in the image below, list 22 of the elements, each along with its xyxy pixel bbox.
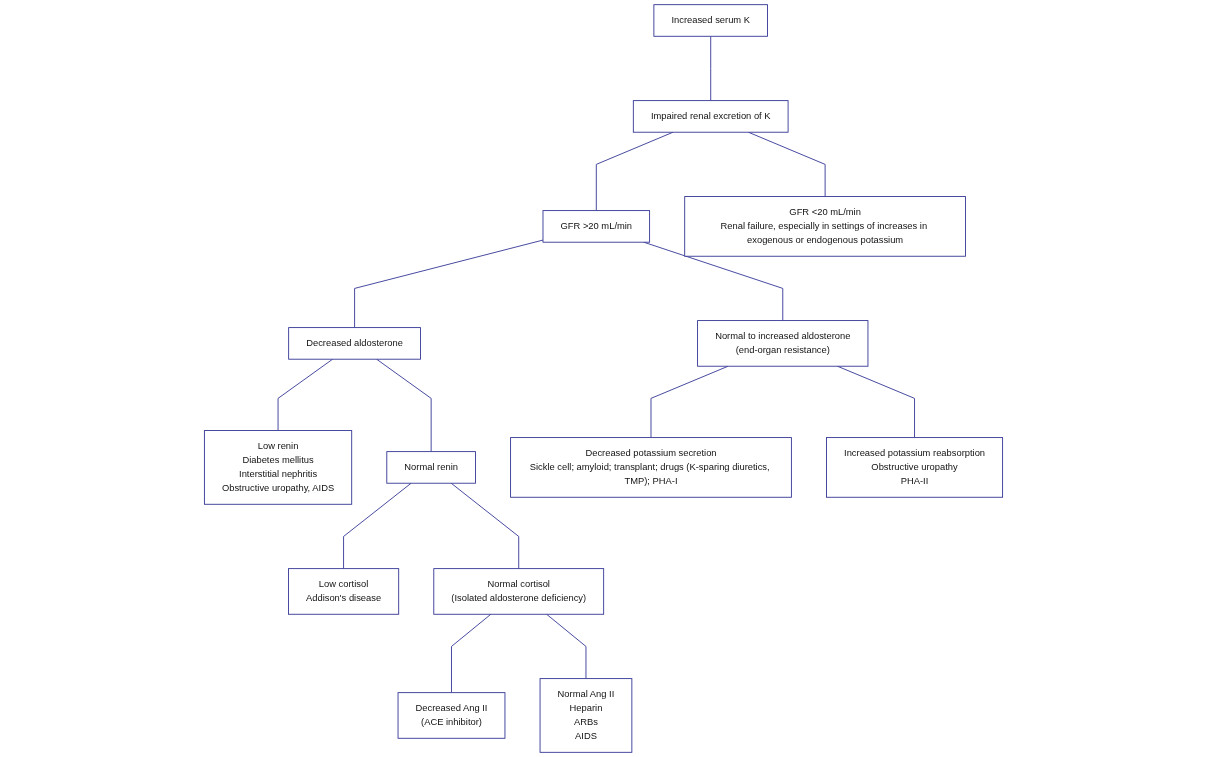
node-box: GFR >20 mL/min xyxy=(542,210,651,243)
node-box: Decreased Ang II (ACE inhibitor) xyxy=(397,692,506,739)
node-box: Normal renin xyxy=(386,451,476,484)
connector xyxy=(376,358,432,453)
node-box: Normal Ang II Heparin ARBs AIDS xyxy=(539,678,633,753)
node-box: Normal to increased aldosterone (end-organ resistance) xyxy=(697,320,869,367)
node-box: Low cortisol Addison's disease xyxy=(288,568,400,615)
node-box: Decreased potassium secretion Sickle cell; amyloid; transplant; drugs (K-sparing diuretics, TMP); PHA-I xyxy=(510,437,792,498)
node-box: Increased potassium reabsorption Obstructive uropathy PHA-II xyxy=(826,437,1004,498)
node-box: Normal cortisol (Isolated aldosterone deficiency) xyxy=(433,568,605,615)
node-box: GFR <20 mL/min Renal failure, especially in settings of increases in exogenous or endogenous potassium xyxy=(684,196,966,257)
node-box: Decreased aldosterone xyxy=(288,327,421,360)
connector xyxy=(277,358,334,431)
connector xyxy=(451,613,492,694)
connector xyxy=(546,613,587,680)
node-box: Increased serum K xyxy=(653,4,768,37)
connector xyxy=(343,482,412,570)
connector xyxy=(450,482,520,570)
node-box: Low renin Diabetes mellitus Interstitial nephritis Obstructive uropathy, AIDS xyxy=(203,430,353,505)
connector xyxy=(354,239,544,329)
node-box: Impaired renal excretion of K xyxy=(632,100,789,133)
connector xyxy=(710,35,712,102)
